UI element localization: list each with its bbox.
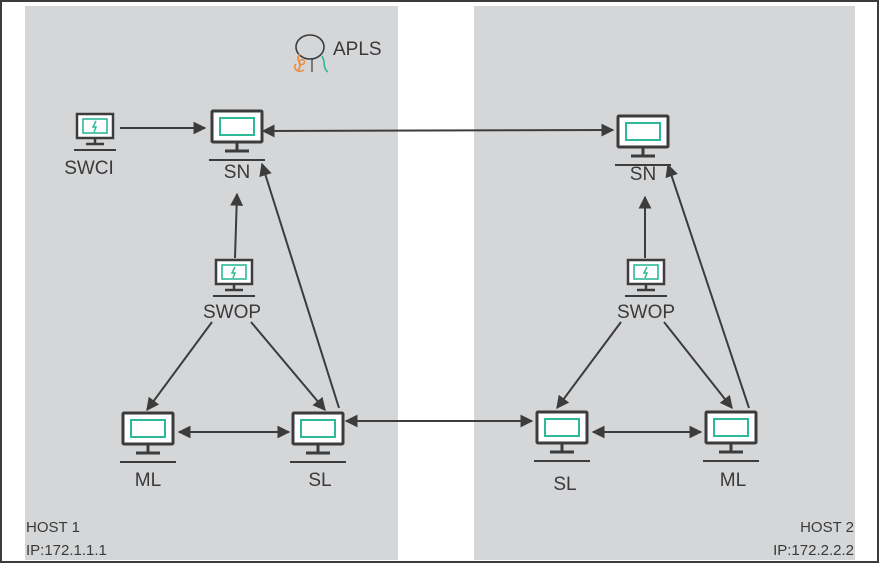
node-label: SWOP	[617, 302, 675, 323]
host-2-ip: IP:172.2.2.2	[773, 542, 854, 559]
node-label: ML	[135, 470, 161, 491]
edge-h2_ml-to-h2_sn	[665, 163, 750, 409]
node-h1-swci[interactable]: SWCI	[64, 112, 118, 179]
edge-h1_sl-to-h1_sn	[259, 162, 340, 409]
host-1-panel	[25, 6, 398, 560]
node-h1-ml[interactable]: ML	[118, 411, 178, 491]
edge-h1_swop-to-h1_sl	[250, 321, 326, 411]
host-1-ip: IP:172.1.1.1	[26, 542, 107, 559]
edges-layer	[120, 121, 750, 439]
node-label: SN	[224, 162, 250, 183]
node-h2-sl[interactable]: SL	[532, 410, 592, 495]
edge-h2_swop-to-h2_sl	[556, 321, 622, 410]
host-2-name: HOST 2	[800, 519, 854, 536]
edge-h1_sn-to-h2_sn	[261, 123, 615, 138]
node-label: ML	[720, 470, 746, 491]
apls-logo-icon	[293, 34, 329, 73]
apls-label: APLS	[333, 39, 382, 60]
edge-h1_swop-to-h1_sn	[230, 192, 244, 259]
edge-h1_swop-to-h1_ml	[146, 321, 213, 412]
node-h1-sl[interactable]: SL	[288, 411, 348, 491]
node-h1-swop[interactable]: SWOP	[203, 258, 261, 323]
node-h2-sn[interactable]: SN	[613, 114, 673, 185]
edge-h2_swop-to-h2_ml	[663, 321, 733, 410]
node-label: SL	[553, 474, 576, 495]
node-label: SWCI	[64, 158, 114, 179]
node-h2-ml[interactable]: ML	[701, 410, 761, 491]
node-h1-sn[interactable]: SN	[207, 109, 267, 183]
node-label: SWOP	[203, 302, 261, 323]
node-h2-swop[interactable]: SWOP	[617, 258, 675, 323]
node-label: SN	[630, 164, 656, 185]
host-1-name: HOST 1	[26, 519, 80, 536]
node-label: SL	[308, 470, 331, 491]
